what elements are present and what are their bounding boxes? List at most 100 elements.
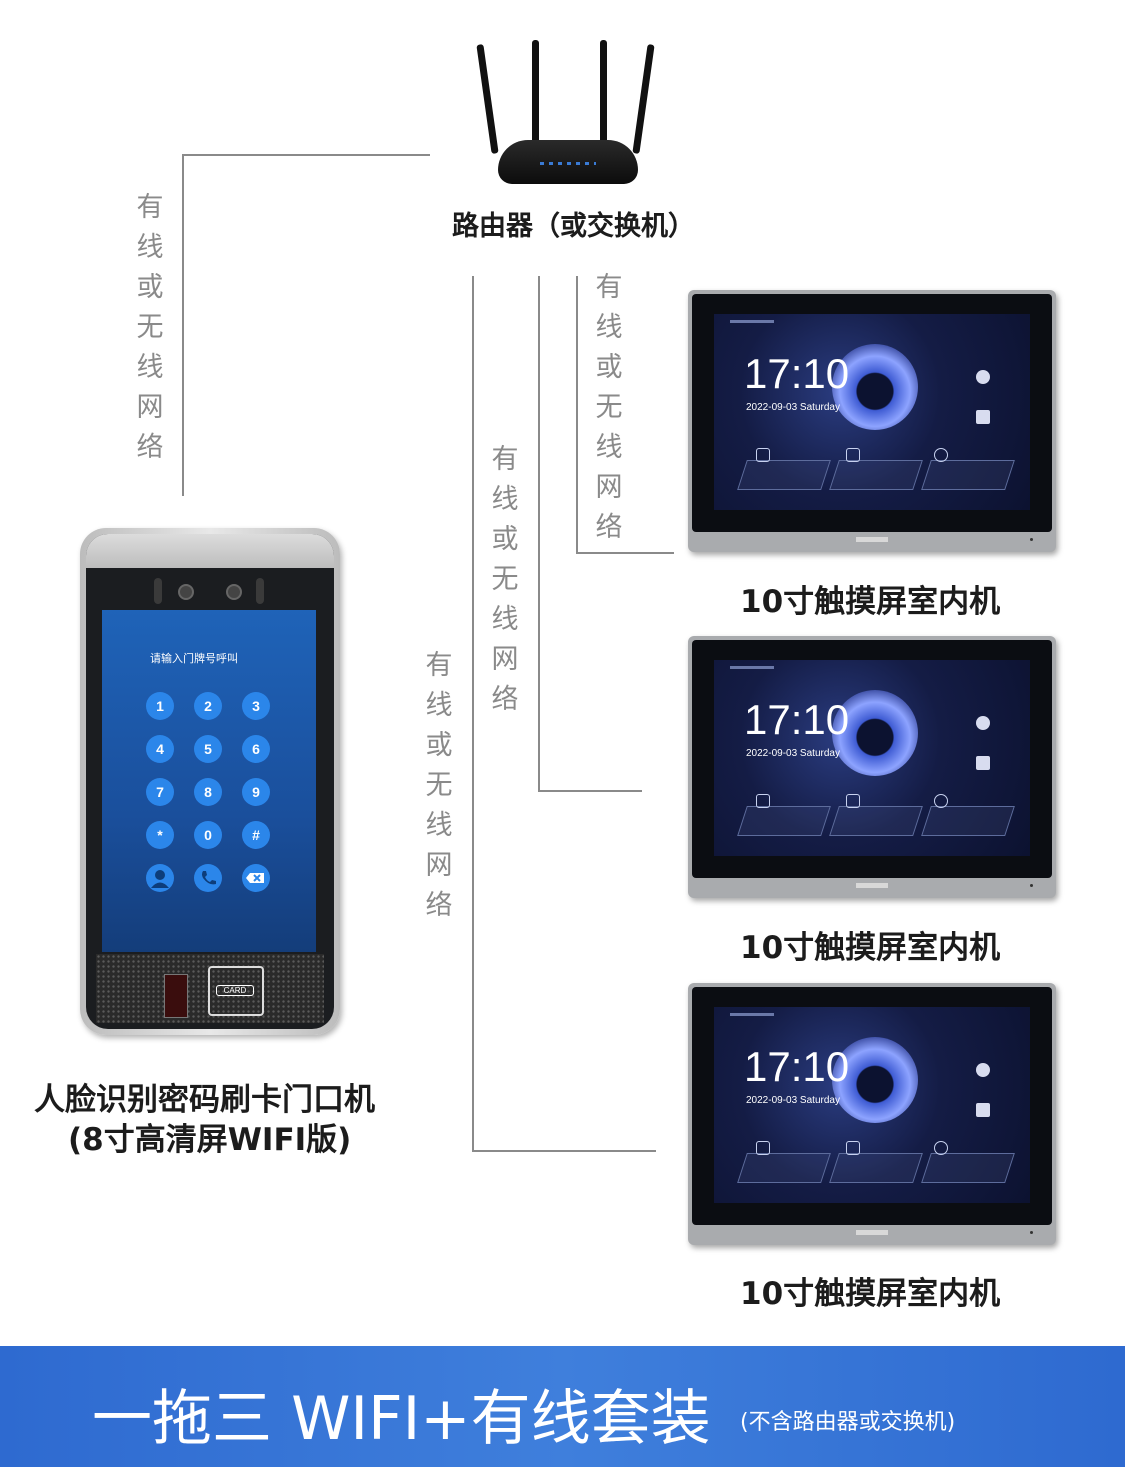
line-monitor1-h [576,552,674,554]
key-9[interactable]: 9 [242,778,270,806]
key-5[interactable]: 5 [194,735,222,763]
qr-reader [164,974,188,1018]
key-4[interactable]: 4 [146,735,174,763]
keypad-screen: 请输入门牌号呼叫 1 2 3 4 5 6 7 8 9 * 0 # [102,610,316,952]
ir-sensor [256,578,264,604]
key-0[interactable]: 0 [194,821,222,849]
concierge-icon [976,716,990,730]
user-icon[interactable] [146,864,174,892]
indoor-monitor-3: 17:10 2022-09-03 Saturday [688,983,1056,1245]
link-label-monitor1: 有线或无线网络 [595,272,623,543]
video-monitor-icon [846,1141,860,1155]
keypad-prompt: 请输入门牌号呼叫 [150,652,238,665]
call-records-icon [756,448,770,462]
clock-date: 2022-09-03 Saturday [746,402,840,413]
indicator-dot [1030,538,1033,541]
setting-icon [934,1141,948,1155]
key-1[interactable]: 1 [146,692,174,720]
tile-video-monitor [829,1153,923,1183]
indoor-monitor-1: 17:10 2022-09-03 Saturday [688,290,1056,552]
line-router-door-down [182,154,184,496]
router-leds [540,162,596,165]
indoor-monitor-2: 17:10 2022-09-03 Saturday [688,636,1056,898]
call-records-icon [756,1141,770,1155]
card-label: CARD [216,985,254,996]
key-7[interactable]: 7 [146,778,174,806]
door-top-cap [86,534,334,568]
monitor-screen: 17:10 2022-09-03 Saturday [714,660,1030,856]
elevator-icon [976,410,990,424]
banner-title: 一拖三 WIFI+有线套装 [92,1384,711,1454]
monitor-screen: 17:10 2022-09-03 Saturday [714,1007,1030,1203]
clock-time: 17:10 [744,350,850,397]
door-station: 请输入门牌号呼叫 1 2 3 4 5 6 7 8 9 * 0 # CA [80,528,340,1035]
brand-mark [856,1230,888,1235]
monitor-screen: 17:10 2022-09-03 Saturday [714,314,1030,510]
brand-mark [856,883,888,888]
key-hash[interactable]: # [242,821,270,849]
tile-video-monitor [829,460,923,490]
line-router-door-top [182,154,430,156]
key-3[interactable]: 3 [242,692,270,720]
elevator-icon [976,1103,990,1117]
line-monitor3-v [472,276,474,1152]
door-station-panel: 请输入门牌号呼叫 1 2 3 4 5 6 7 8 9 * 0 # CA [86,534,334,1029]
menu-tiles [736,448,1016,492]
video-monitor-icon [846,794,860,808]
card-reader [208,966,264,1016]
concierge-icon [976,1063,990,1077]
line-monitor2-v [538,276,540,792]
indicator-dot [1030,1231,1033,1234]
router-antenna [532,40,539,144]
bottom-banner [0,1346,1125,1467]
monitor-bezel: 17:10 2022-09-03 Saturday [692,987,1052,1225]
setting-icon [934,448,948,462]
concierge-icon [976,370,990,384]
tile-call-records [737,1153,831,1183]
clock-time: 17:10 [744,696,850,743]
phone-icon[interactable] [194,864,222,892]
camera-icon [226,584,242,600]
link-label-door: 有线或无线网络 [136,192,164,463]
key-star[interactable]: * [146,821,174,849]
line-monitor1-v [576,276,578,554]
tile-setting [921,1153,1015,1183]
camera-icon [178,584,194,600]
status-bar [730,666,774,669]
brand-mark [856,537,888,542]
monitor-3-label: 10寸触摸屏室内机 [740,1276,1001,1312]
router-antenna [600,40,607,144]
tile-video-monitor [829,806,923,836]
status-bar [730,320,774,323]
clock-date: 2022-09-03 Saturday [746,1095,840,1106]
router-label: 路由器（或交换机） [452,211,695,242]
setting-icon [934,794,948,808]
key-8[interactable]: 8 [194,778,222,806]
banner-note: (不含路由器或交换机) [740,1410,956,1435]
backspace-icon[interactable] [242,864,270,892]
ir-sensor [154,578,162,604]
call-records-icon [756,794,770,808]
router-antenna [632,44,655,154]
key-2[interactable]: 2 [194,692,222,720]
router-antenna [476,44,499,154]
key-6[interactable]: 6 [242,735,270,763]
indicator-dot [1030,884,1033,887]
status-bar [730,1013,774,1016]
line-monitor3-h [472,1150,656,1152]
speaker-grille [96,954,324,1023]
orb-graphic [832,1037,918,1123]
clock-date: 2022-09-03 Saturday [746,748,840,759]
orb-graphic [832,344,918,430]
monitor-bezel: 17:10 2022-09-03 Saturday [692,640,1052,878]
monitor-2-label: 10寸触摸屏室内机 [740,930,1001,966]
tile-setting [921,460,1015,490]
tile-call-records [737,460,831,490]
video-monitor-icon [846,448,860,462]
door-station-label-2: (8寸高清屏WIFI版) [68,1122,352,1158]
elevator-icon [976,756,990,770]
tile-setting [921,806,1015,836]
link-label-monitor2: 有线或无线网络 [491,444,519,715]
menu-tiles [736,794,1016,838]
orb-graphic [832,690,918,776]
